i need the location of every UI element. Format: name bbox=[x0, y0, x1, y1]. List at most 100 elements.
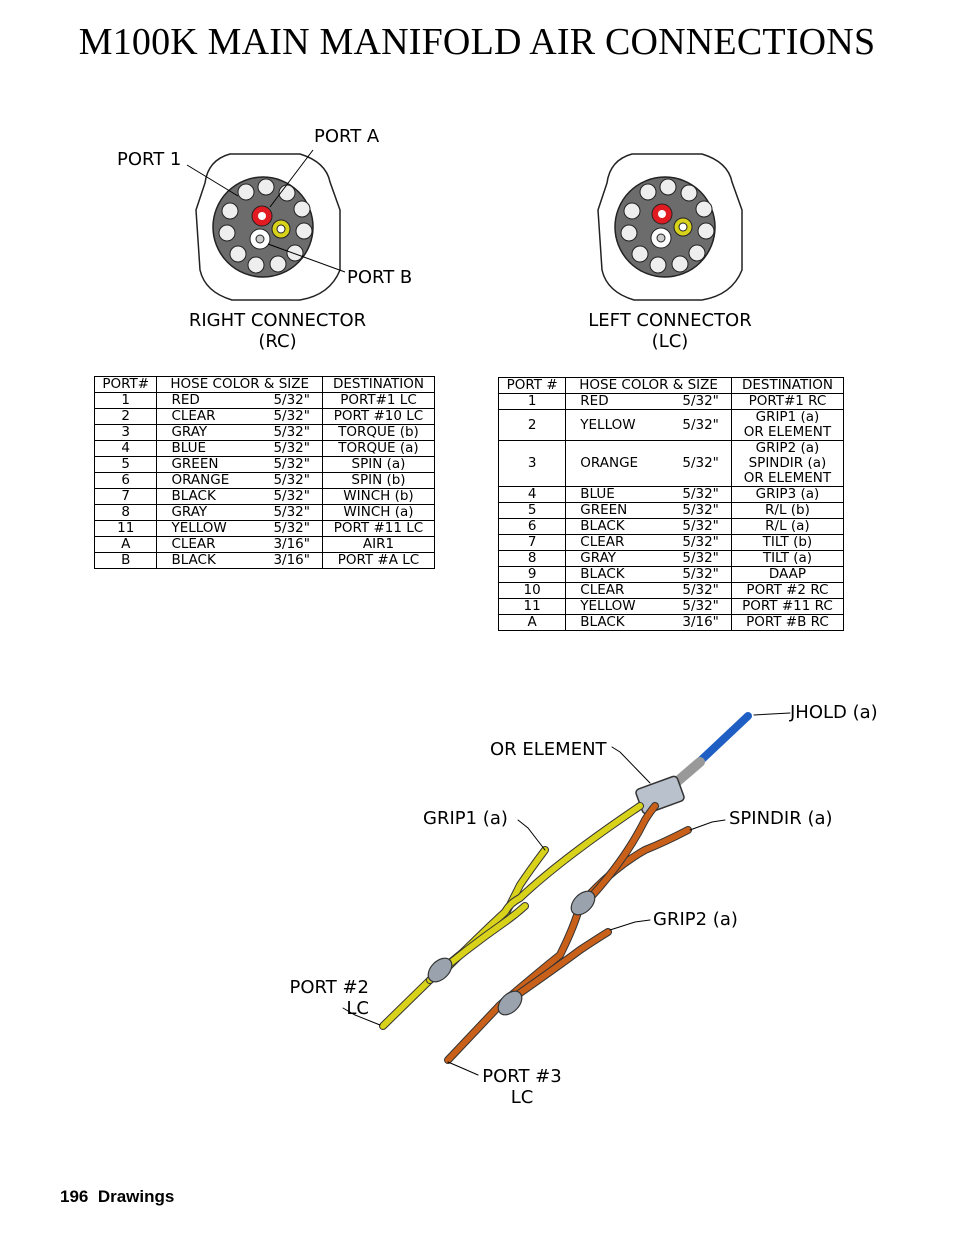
spindir-label: SPINDIR (a) bbox=[729, 808, 833, 829]
destination-cell: WINCH (b) bbox=[321, 488, 436, 505]
destination-line: GRIP3 (a) bbox=[755, 486, 820, 502]
hose-color: BLACK bbox=[171, 488, 216, 504]
hose-size: 5/32" bbox=[273, 472, 310, 488]
hose-size: 5/32" bbox=[682, 486, 719, 502]
port-cell: 10 bbox=[497, 582, 567, 599]
hose-size: 5/32" bbox=[273, 424, 310, 440]
hose-size: 5/32" bbox=[682, 416, 719, 433]
hose-cell: GRAY 5/32" bbox=[156, 424, 323, 441]
destination-line: TILT (a) bbox=[762, 550, 813, 566]
hose-size: 5/32" bbox=[273, 440, 310, 456]
hose-color: GREEN bbox=[580, 502, 628, 518]
grip2-label: GRIP2 (a) bbox=[653, 909, 738, 930]
hose-color: RED bbox=[580, 393, 609, 409]
port-cell: 4 bbox=[497, 486, 567, 503]
destination-line: PORT #B RC bbox=[746, 614, 829, 630]
port-cell: 9 bbox=[497, 566, 567, 583]
destination-line: PORT #2 RC bbox=[746, 582, 829, 598]
hose-color: GRAY bbox=[171, 424, 208, 440]
table-row: 3 GRAY 5/32" TORQUE (b) bbox=[93, 424, 436, 441]
destination-cell: GRIP2 (a)SPINDIR (a)OR ELEMENT bbox=[730, 440, 845, 487]
destination-cell: TILT (a) bbox=[730, 550, 845, 567]
port-cell: 8 bbox=[497, 550, 567, 567]
port-cell: 8 bbox=[93, 504, 158, 521]
port2-label: PORT #2 LC bbox=[285, 977, 369, 1019]
port-cell: 3 bbox=[93, 424, 158, 441]
hose-color: CLEAR bbox=[171, 536, 216, 552]
hose-size: 5/32" bbox=[273, 408, 310, 424]
hose-cell: BLACK 5/32" bbox=[565, 518, 732, 535]
right-connector-drawing bbox=[186, 149, 346, 301]
hose-color: ORANGE bbox=[580, 455, 639, 471]
left-connector-code: (LC) bbox=[651, 331, 689, 352]
hose-size: 3/16" bbox=[273, 536, 310, 552]
port3-label-line1: PORT #3 bbox=[482, 1066, 562, 1087]
port3-label: PORT #3 LC bbox=[478, 1066, 566, 1108]
destination-cell: PORT #11 LC bbox=[321, 520, 436, 537]
right-connector-title: RIGHT CONNECTOR (RC) bbox=[170, 310, 385, 352]
port-cell: 4 bbox=[93, 440, 158, 457]
port-cell: 7 bbox=[497, 534, 567, 551]
destination-line: GRIP1 (a) bbox=[755, 409, 820, 425]
destination-cell: PORT #A LC bbox=[321, 552, 436, 569]
hose-color: GREEN bbox=[171, 456, 219, 472]
port3-label-line2: LC bbox=[510, 1087, 534, 1108]
hose-size: 5/32" bbox=[273, 520, 310, 536]
destination-cell: TORQUE (b) bbox=[321, 424, 436, 441]
hose-color: CLEAR bbox=[171, 408, 216, 424]
hose-cell: BLUE 5/32" bbox=[565, 486, 732, 503]
page-footer: 196 Drawings bbox=[60, 1187, 174, 1207]
destination-cell: SPIN (a) bbox=[321, 456, 436, 473]
header-port: PORT # bbox=[497, 377, 567, 394]
hose-color: RED bbox=[171, 392, 200, 408]
destination-line: SPINDIR (a) bbox=[748, 455, 827, 471]
port-cell: 6 bbox=[497, 518, 567, 535]
hose-size: 5/32" bbox=[682, 455, 719, 471]
hose-cell: CLEAR 3/16" bbox=[156, 536, 323, 553]
destination-cell: PORT #2 RC bbox=[730, 582, 845, 599]
port-cell: B bbox=[93, 552, 158, 569]
hose-color: BLACK bbox=[580, 518, 625, 534]
right-connector-code: (RC) bbox=[258, 331, 297, 352]
header-destination: DESTINATION bbox=[730, 377, 845, 394]
destination-cell: AIR1 bbox=[321, 536, 436, 553]
hose-size: 5/32" bbox=[682, 534, 719, 550]
port-cell: 3 bbox=[497, 440, 567, 487]
hose-size: 5/32" bbox=[682, 518, 719, 534]
hose-color: ORANGE bbox=[171, 472, 230, 488]
destination-cell: TORQUE (a) bbox=[321, 440, 436, 457]
hose-color: GRAY bbox=[171, 504, 208, 520]
header-destination: DESTINATION bbox=[321, 376, 436, 393]
right-connector-name: RIGHT CONNECTOR bbox=[188, 310, 367, 331]
port-cell: 2 bbox=[497, 409, 567, 441]
hose-color: BLUE bbox=[580, 486, 615, 502]
hose-color: BLACK bbox=[580, 566, 625, 582]
hose-color: CLEAR bbox=[580, 582, 625, 598]
header-port: PORT# bbox=[93, 376, 158, 393]
port-1-label: PORT 1 bbox=[117, 149, 182, 170]
destination-line: OR ELEMENT bbox=[743, 470, 832, 486]
